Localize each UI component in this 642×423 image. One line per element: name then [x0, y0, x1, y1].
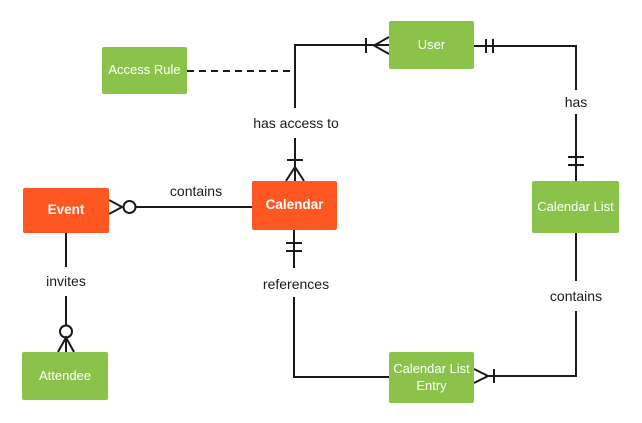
edge-line — [474, 45, 577, 90]
crow-foot-many-icon — [108, 199, 125, 215]
edge-label-contains-calendar-list: contains — [547, 288, 605, 304]
edge-calendar-list-contains-entry — [473, 233, 577, 384]
edge-event-invites-attendee — [57, 233, 75, 353]
entity-calendar-list-entry[interactable]: Calendar List Entry — [389, 352, 474, 403]
edge-user-has-calendar-list — [474, 39, 584, 181]
edge-calendar-references-entry — [286, 230, 389, 378]
entity-user[interactable]: User — [389, 21, 474, 69]
entity-attendee[interactable]: Attendee — [22, 352, 108, 400]
crow-foot-many-icon — [285, 165, 305, 182]
edge-line — [294, 44, 389, 108]
entity-access-rule[interactable]: Access Rule — [102, 47, 187, 94]
edge-line — [293, 297, 389, 378]
edge-calendar-has-access-to-user — [285, 36, 390, 182]
edge-label-invites: invites — [44, 273, 88, 289]
zero-circle-icon — [122, 200, 137, 214]
crow-foot-many-icon — [371, 36, 390, 55]
edge-line — [488, 311, 577, 377]
entity-calendar-list[interactable]: Calendar List — [532, 181, 619, 233]
edge-label-contains-event-calendar: contains — [167, 183, 225, 199]
edge-label-has-access-to: has access to — [251, 115, 341, 131]
entity-event[interactable]: Event — [23, 188, 109, 233]
edge-label-has: has — [562, 94, 590, 110]
entity-calendar[interactable]: Calendar — [252, 181, 337, 230]
edge-event-contains-calendar — [108, 199, 252, 215]
edge-label-references: references — [260, 276, 332, 292]
crow-foot-many-icon — [473, 368, 491, 384]
